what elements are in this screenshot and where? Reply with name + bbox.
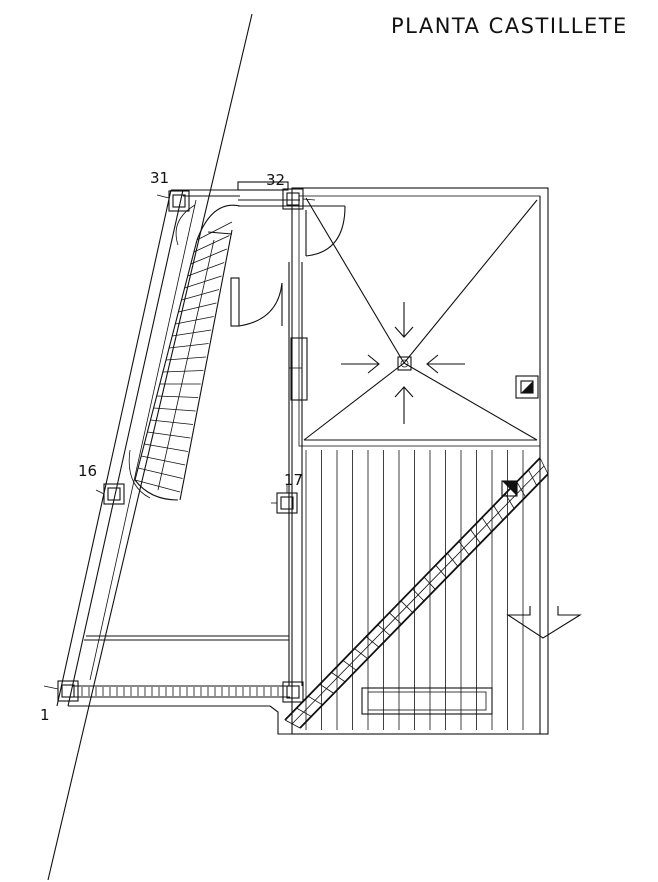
exterior-stair-tread bbox=[516, 481, 526, 498]
exterior-stair-tread bbox=[423, 576, 436, 590]
stair-tread bbox=[165, 356, 207, 361]
stair-tread bbox=[175, 316, 214, 325]
exterior-stair-tread bbox=[307, 695, 323, 706]
exterior-stair-tread bbox=[296, 707, 312, 717]
column-1 bbox=[43, 680, 79, 702]
column-label-16: 16 bbox=[78, 462, 97, 480]
exterior-stair-tread bbox=[412, 588, 425, 602]
stair-tread bbox=[147, 431, 191, 439]
exterior-stair-tread bbox=[446, 553, 459, 567]
stair-treads bbox=[134, 221, 233, 493]
stair-tread bbox=[190, 248, 227, 265]
stair-tread bbox=[134, 479, 181, 493]
hip-roof bbox=[303, 197, 538, 441]
bottom-wall bbox=[68, 635, 292, 735]
stair-tread bbox=[196, 221, 233, 241]
stair-tread bbox=[184, 275, 222, 289]
exterior-stair-tread bbox=[389, 612, 402, 625]
vent-icon bbox=[515, 375, 539, 399]
exterior-stair-tread bbox=[331, 672, 346, 683]
exterior-stair-tread bbox=[528, 469, 538, 486]
plan-title: PLANTA CASTILLETE bbox=[391, 14, 628, 38]
exterior-stair-tread bbox=[354, 648, 368, 660]
bench bbox=[361, 687, 493, 715]
exterior-stair-tread bbox=[377, 624, 391, 636]
exterior-stair-tread bbox=[539, 457, 549, 475]
exit-arrow-icon bbox=[506, 606, 582, 639]
exterior-stair bbox=[284, 457, 549, 729]
column-16 bbox=[95, 483, 125, 505]
column-31 bbox=[156, 190, 190, 212]
slanted-wall bbox=[56, 189, 240, 707]
exterior-stair-treads bbox=[284, 457, 549, 729]
exterior-stair-tread bbox=[493, 505, 504, 521]
exterior-stair-tread bbox=[458, 541, 470, 556]
column-label-17: 17 bbox=[284, 471, 303, 489]
column-label-1: 1 bbox=[40, 706, 50, 724]
stair-tread bbox=[153, 407, 196, 412]
exterior-stair-tread bbox=[504, 493, 515, 509]
exterior-stair-tread bbox=[470, 529, 481, 544]
property-line bbox=[47, 13, 253, 881]
column-label-31: 31 bbox=[150, 169, 169, 187]
bottom-wall-hatch bbox=[81, 687, 279, 696]
exterior-stair-tread bbox=[319, 683, 335, 694]
roof-drain bbox=[397, 356, 412, 371]
stair-tread bbox=[150, 419, 194, 425]
stair-tread bbox=[141, 455, 186, 466]
column-32 bbox=[282, 188, 316, 210]
drainage-arrows bbox=[341, 302, 465, 424]
door-upper bbox=[300, 205, 346, 257]
stair-tread bbox=[172, 329, 212, 337]
exterior-stair-tread bbox=[284, 719, 301, 729]
column-17 bbox=[271, 485, 298, 514]
stair-tread bbox=[144, 443, 188, 452]
terrace-boards bbox=[305, 450, 524, 730]
exterior-stair-tread bbox=[435, 564, 447, 579]
stair-tread bbox=[156, 395, 199, 398]
stair-tread bbox=[169, 343, 209, 349]
stair-tread bbox=[162, 370, 204, 373]
stair-tread bbox=[178, 302, 217, 313]
central-wall bbox=[288, 262, 308, 686]
exterior-stair-tread bbox=[481, 517, 492, 532]
exterior-stair-tread bbox=[400, 600, 414, 613]
entry-walls bbox=[207, 181, 300, 327]
stair-tread bbox=[181, 289, 220, 301]
stair-tread bbox=[193, 235, 230, 253]
right-building bbox=[291, 187, 549, 735]
column-label-32: 32 bbox=[266, 171, 285, 189]
staircase bbox=[128, 204, 241, 501]
column-bottom-center bbox=[282, 681, 304, 703]
exterior-stair-tread bbox=[365, 636, 380, 648]
stair-tread bbox=[187, 262, 225, 277]
exterior-stair-tread bbox=[342, 660, 357, 671]
stair-tread bbox=[138, 467, 183, 479]
